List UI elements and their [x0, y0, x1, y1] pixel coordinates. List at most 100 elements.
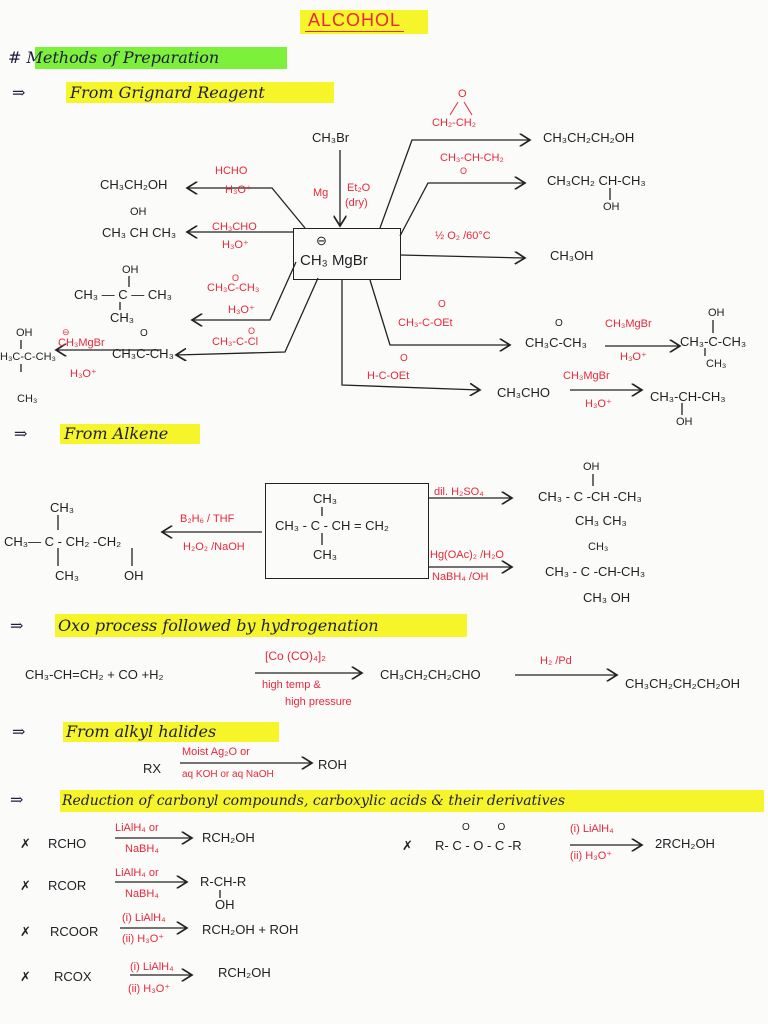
- reagent-label: (i) LiAlH₄: [122, 912, 166, 924]
- reagent-label: (ii) H₃O⁺: [122, 933, 165, 945]
- substrate-formula: CH₃: [313, 547, 338, 562]
- grignard-highlight: [66, 82, 334, 103]
- product-formula: CH₃CH₂CH₂CHO: [380, 667, 481, 682]
- product-formula: CH₃: [588, 541, 609, 553]
- reagent-label: H₃O⁺: [585, 398, 612, 410]
- product-formula: OH: [124, 568, 144, 583]
- reagent-label: (dry): [345, 197, 368, 209]
- reactant-formula: R- C - O - C -R: [435, 838, 522, 853]
- product-formula: O: [555, 318, 563, 329]
- reagent-label: O: [232, 273, 240, 283]
- reagent-label: H₂ /Pd: [540, 655, 572, 667]
- reagent-label: (i) LiAlH₄: [570, 823, 614, 835]
- reagent-label: H₃O⁺: [225, 184, 252, 196]
- product-formula: RCH₂OH + ROH: [202, 922, 299, 937]
- reagent-label: (ii) H₃O⁺: [570, 850, 613, 862]
- grignard-reagent-box: ⊖ CH₃ MgBr: [293, 228, 401, 280]
- product-formula: OH: [676, 416, 693, 428]
- reagent-label: NaBH₄: [125, 888, 159, 900]
- product-formula: CH₃-CH-CH₃: [650, 389, 726, 404]
- product-formula: CH₃C-CH₃: [525, 335, 587, 350]
- reagent-label: H₃O⁺: [228, 304, 255, 316]
- charge-symbol: ⊖: [62, 327, 70, 337]
- oxo-highlight: [55, 614, 467, 637]
- product-formula: CH₃— C - CH₂ -CH₂: [4, 534, 122, 549]
- product-formula: RCH₂OH: [202, 830, 255, 845]
- alkene-box: [265, 483, 429, 579]
- reagent-label: CH₃-C-OEt: [398, 317, 453, 329]
- bullet-icon: ✗: [20, 969, 31, 984]
- reagent-label: high temp &: [262, 679, 321, 691]
- reagent-label: O: [458, 88, 467, 100]
- reagent-label: O: [248, 326, 256, 336]
- reagent-label: dil. H₂SO₄: [434, 486, 484, 498]
- bullet-icon: ✗: [402, 838, 413, 853]
- reagent-label: CH₃-C-Cl: [212, 336, 259, 348]
- substrate-formula: CH₃ - C - CH = CH₂: [275, 518, 389, 533]
- product-formula: RCH₂OH: [218, 965, 271, 980]
- reagent-label: O: [438, 299, 446, 310]
- product-formula: CH₃CH₂OH: [100, 177, 168, 192]
- reactant-formula: RX: [143, 761, 162, 776]
- product-formula: H₃C-C-CH₃: [0, 351, 57, 363]
- product-formula: OH: [215, 897, 235, 912]
- halides-heading: From alkyl halides: [66, 722, 217, 741]
- product-formula: CH₃ CH CH₃: [102, 225, 177, 240]
- substrate-formula: CH₃: [313, 491, 338, 506]
- heading-highlight: [35, 47, 287, 69]
- product-formula: ROH: [318, 757, 347, 772]
- alkene-heading: From Alkene: [64, 424, 169, 443]
- reactant-formula: O O: [462, 822, 506, 833]
- reagent-label: NaBH₄ /OH: [432, 571, 489, 583]
- reagent-label: CH₃MgBr: [563, 370, 610, 382]
- product-formula: OH: [603, 201, 620, 213]
- reactant-formula: RCHO: [48, 836, 87, 851]
- product-formula: OH: [583, 461, 600, 473]
- arrow-bullet: ⇒: [12, 83, 26, 102]
- section-heading: # Methods of Preparation: [8, 48, 220, 67]
- reagent-label: Moist Ag₂O or: [182, 746, 250, 758]
- reagent-label: CH₃MgBr: [58, 337, 105, 349]
- reagent-label: (i) LiAlH₄: [130, 961, 174, 973]
- reagent-label: ½ O₂ /60°C: [435, 230, 491, 242]
- product-formula: CH₃ OH: [583, 590, 631, 605]
- product-formula: OH: [122, 264, 139, 276]
- product-formula: CH₃-C-CH₃: [680, 334, 747, 349]
- product-formula: CH₃C-CH₃: [112, 346, 174, 361]
- product-formula: OH: [130, 206, 147, 218]
- grignard-reagent: CH₃ MgBr: [300, 252, 368, 269]
- reagent-label: O: [460, 166, 468, 176]
- reagent-label: CH₃MgBr: [605, 318, 652, 330]
- charge-symbol: ⊖: [316, 233, 327, 248]
- product-formula: CH₃ - C -CH-CH₃: [545, 564, 646, 579]
- product-formula: OH: [16, 327, 33, 339]
- bullet-icon: ✗: [20, 878, 31, 893]
- product-formula: 2RCH₂OH: [655, 836, 715, 851]
- arrow-bullet: ⇒: [14, 424, 28, 443]
- reactant-formula: RCOX: [54, 969, 92, 984]
- reagent-label: H₃O⁺: [70, 368, 97, 380]
- product-formula: CH₃ CH₃: [575, 513, 627, 528]
- reagent-label: Et₂O: [347, 182, 371, 194]
- oxo-heading: Oxo process followed by hydrogenation: [58, 616, 379, 635]
- reagent-label: Mg: [313, 187, 329, 199]
- product-formula: CH₃OH: [550, 248, 594, 263]
- product-formula: CH₃: [55, 568, 80, 583]
- arrow-bullet: ⇒: [10, 790, 24, 809]
- product-formula: R-CH-R: [200, 874, 247, 889]
- reagent-label: LiAlH₄ or: [115, 822, 159, 834]
- product-formula: CH₃: [706, 358, 727, 370]
- reagent-label: CH₂-CH₂: [432, 117, 476, 129]
- grignard-heading: From Grignard Reagent: [70, 83, 265, 102]
- bullet-icon: ✗: [20, 924, 31, 939]
- reagent-label: CH₃-CH-CH₂: [440, 152, 504, 164]
- product-formula: CH₃CHO: [497, 385, 550, 400]
- product-formula: CH₃: [50, 500, 75, 515]
- halides-highlight: [63, 722, 279, 742]
- product-formula: CH₃ — C — CH₃: [74, 287, 172, 302]
- page-title: ALCOHOL: [305, 10, 405, 32]
- reagent-label: H-C-OEt: [367, 370, 410, 382]
- product-formula: O: [140, 328, 148, 339]
